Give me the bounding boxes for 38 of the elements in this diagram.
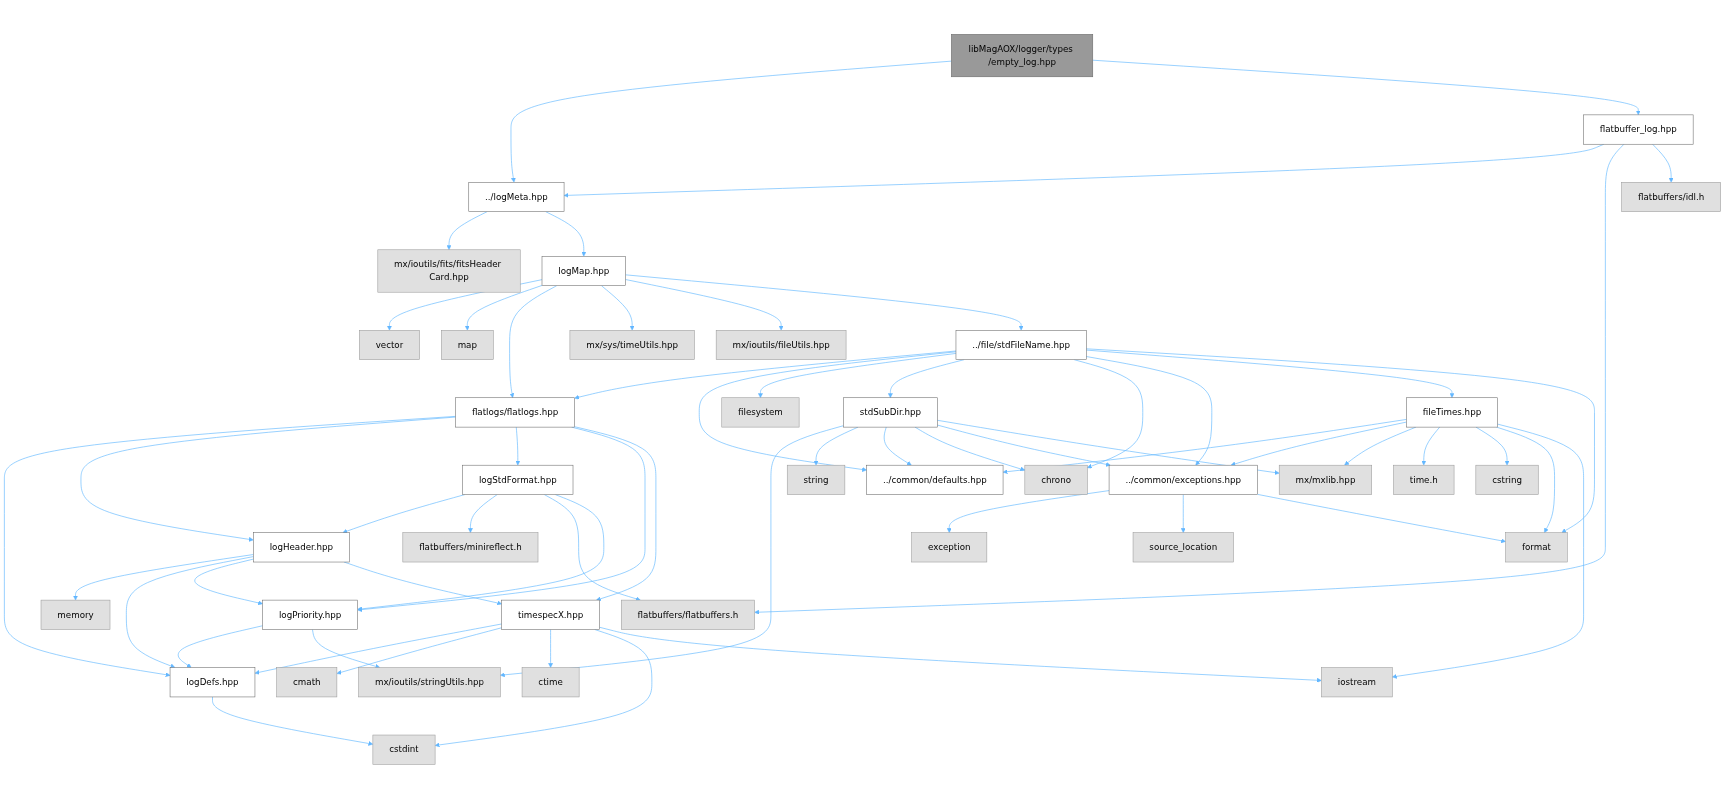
node-box: source_location — [1132, 532, 1234, 563]
node-box: logHeader.hpp — [253, 532, 350, 563]
node-box: chrono — [1024, 465, 1088, 495]
node-box: ../common/exceptions.hpp — [1108, 465, 1258, 495]
node-box: libMagAOX/logger/types /empty_log.hpp — [951, 34, 1094, 78]
node-box: vector — [359, 330, 420, 361]
node-box: flatbuffer_log.hpp — [1583, 114, 1694, 145]
node-box: fileTimes.hpp — [1406, 397, 1498, 428]
node-box: string — [786, 465, 846, 495]
node-box: flatbuffers/idl.h — [1621, 182, 1721, 213]
node-box: logPriority.hpp — [262, 599, 358, 630]
node-box: ../file/stdFileName.hpp — [955, 330, 1087, 361]
node-box: cstdint — [372, 734, 436, 765]
node-box: mx/ioutils/fits/fitsHeader Card.hpp — [377, 249, 521, 293]
node-box: flatlogs/flatlogs.hpp — [455, 397, 575, 428]
node-box: ctime — [521, 667, 580, 698]
node-box: flatbuffers/flatbuffers.h — [621, 599, 755, 630]
node-box: exception — [911, 532, 988, 563]
node-box: time.h — [1393, 465, 1455, 495]
node-box: format — [1505, 532, 1568, 563]
node-box: mx/ioutils/stringUtils.hpp — [358, 667, 501, 698]
node-box: flatbuffers/minireflect.h — [402, 532, 539, 563]
node-box: timespecX.hpp — [501, 599, 600, 630]
node-box: ../logMeta.hpp — [468, 182, 565, 213]
node-box: logMap.hpp — [541, 256, 626, 287]
node-box: cmath — [276, 667, 338, 698]
node-box: mx/sys/timeUtils.hpp — [569, 330, 695, 361]
node-box: mx/mxlib.hpp — [1278, 465, 1372, 495]
node-box: map — [441, 330, 494, 361]
node-box: logStdFormat.hpp — [462, 465, 574, 495]
node-box: iostream — [1321, 667, 1393, 698]
node-box: mx/ioutils/fileUtils.hpp — [715, 330, 847, 361]
node-box: filesystem — [721, 397, 800, 428]
node-box: ../common/defaults.hpp — [866, 465, 1004, 495]
node-box: stdSubDir.hpp — [843, 397, 938, 428]
node-box: cstring — [1475, 465, 1539, 495]
node-box: logDefs.hpp — [169, 667, 256, 698]
node-box: memory — [40, 599, 111, 630]
